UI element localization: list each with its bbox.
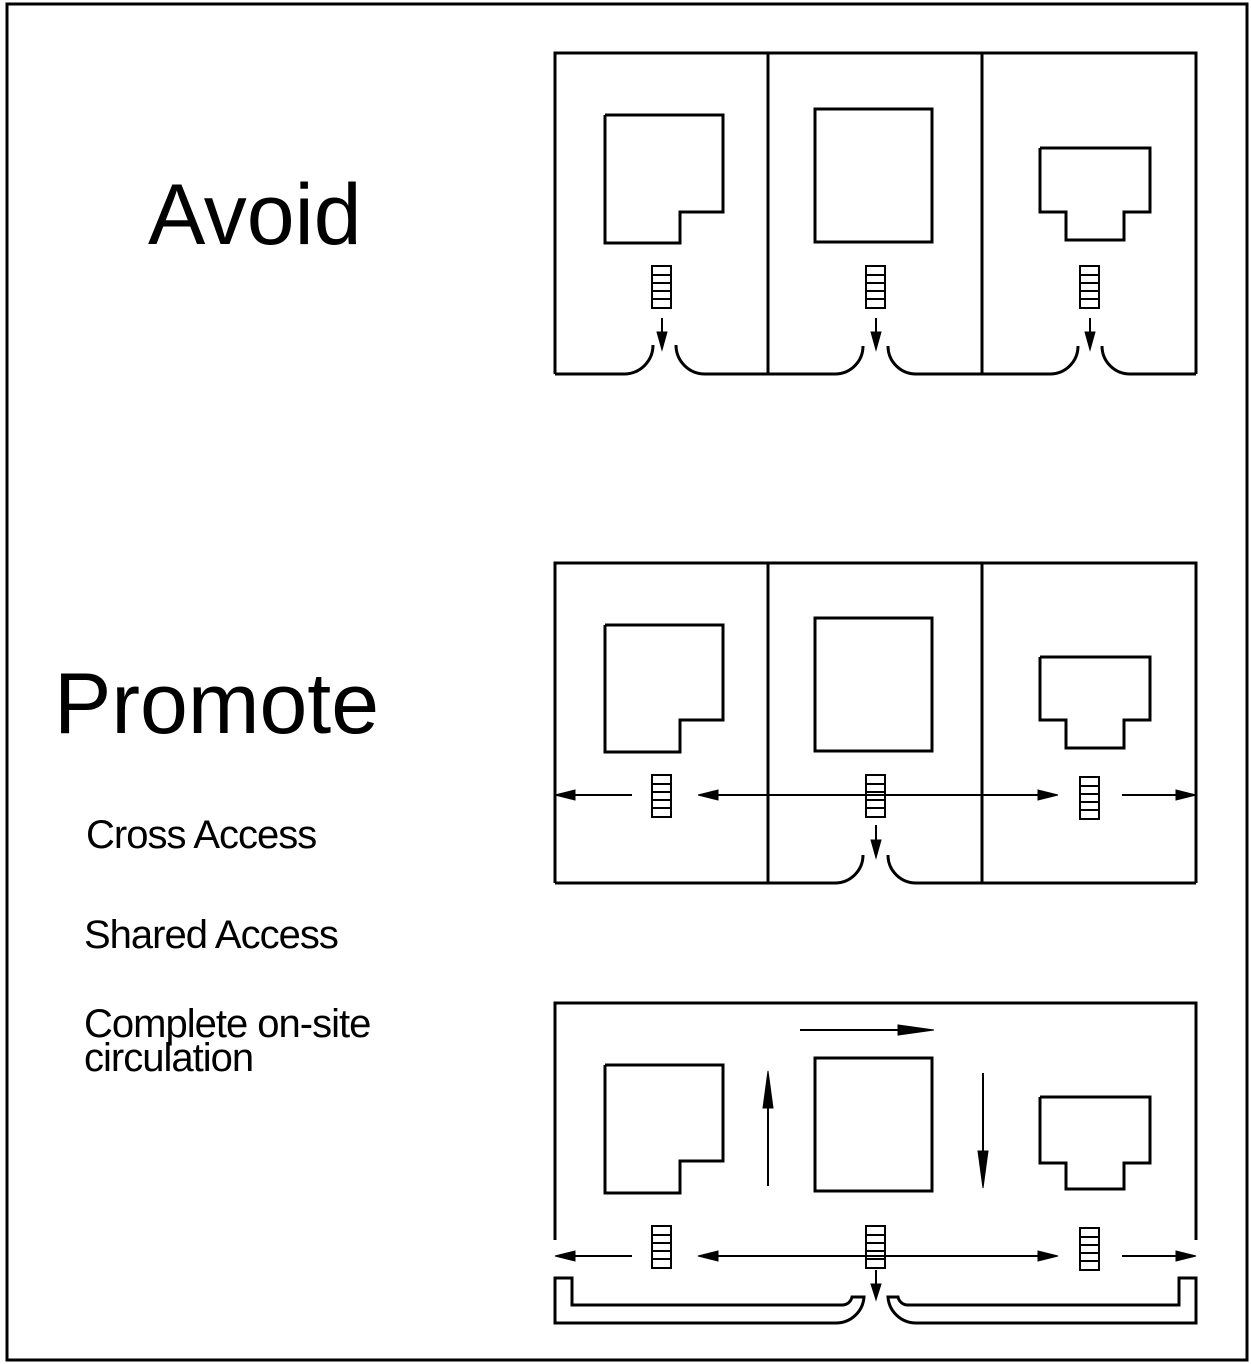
promote-parking-stalls-1 xyxy=(651,774,672,818)
circulation-lot-outline xyxy=(553,1001,1198,1240)
circulation-arrow-right xyxy=(800,1024,935,1036)
avoid-lot-outline xyxy=(553,51,1198,374)
circulation-cross-access-drive xyxy=(554,1250,1197,1262)
avoid-building-t-shape xyxy=(1038,146,1152,242)
promote-shared-exit-arrow xyxy=(870,825,882,860)
avoid-parking-stalls-1 xyxy=(651,265,672,309)
cross-access-drive xyxy=(554,789,1197,801)
promote-heading: Promote xyxy=(54,656,380,752)
promote-building-t-shape xyxy=(1038,655,1152,750)
avoid-street-edge xyxy=(555,344,1196,376)
promote-building-l-shape xyxy=(603,623,725,754)
circulation-right-curb xyxy=(886,1276,1198,1325)
circulation-arrow-down xyxy=(977,1073,989,1189)
promote-lot-top xyxy=(553,561,1198,883)
circulation-arrow-up xyxy=(762,1070,774,1186)
circulation-shared-exit-arrow xyxy=(870,1270,882,1302)
circulation-parking-stalls-3 xyxy=(1079,1227,1100,1271)
promote-parking-stalls-3 xyxy=(1079,776,1100,820)
avoid-building-square xyxy=(813,107,934,244)
panel-promote-cross-access xyxy=(553,561,1198,885)
avoid-parking-stalls-3 xyxy=(1079,265,1100,309)
avoid-parking-stalls-2 xyxy=(865,265,886,309)
avoid-exit-arrow-3 xyxy=(1084,318,1096,352)
circulation-parking-stalls-2 xyxy=(865,1225,886,1269)
circulation-building-l-shape xyxy=(603,1063,725,1195)
promote-building-square xyxy=(813,616,934,753)
panel-complete-circulation xyxy=(553,1001,1198,1325)
circulation-left-curb xyxy=(553,1276,866,1325)
avoid-building-l-shape xyxy=(603,113,725,245)
circulation-parking-stalls-1 xyxy=(651,1225,672,1269)
panel-avoid xyxy=(553,51,1198,376)
circulation-building-square xyxy=(813,1056,934,1193)
promote-parking-stalls-2 xyxy=(865,774,886,818)
shared-access-label: Shared Access xyxy=(84,913,339,957)
outer-frame xyxy=(5,2,1249,1362)
avoid-exit-arrow-2 xyxy=(870,318,882,352)
promote-street-edge xyxy=(555,854,1196,885)
avoid-exit-arrow-1 xyxy=(656,318,668,352)
avoid-heading: Avoid xyxy=(148,167,362,263)
circulation-building-t-shape xyxy=(1038,1095,1152,1191)
cross-access-label: Cross Access xyxy=(86,813,317,857)
complete-circulation-label: Complete on-site circulation xyxy=(84,1002,371,1080)
